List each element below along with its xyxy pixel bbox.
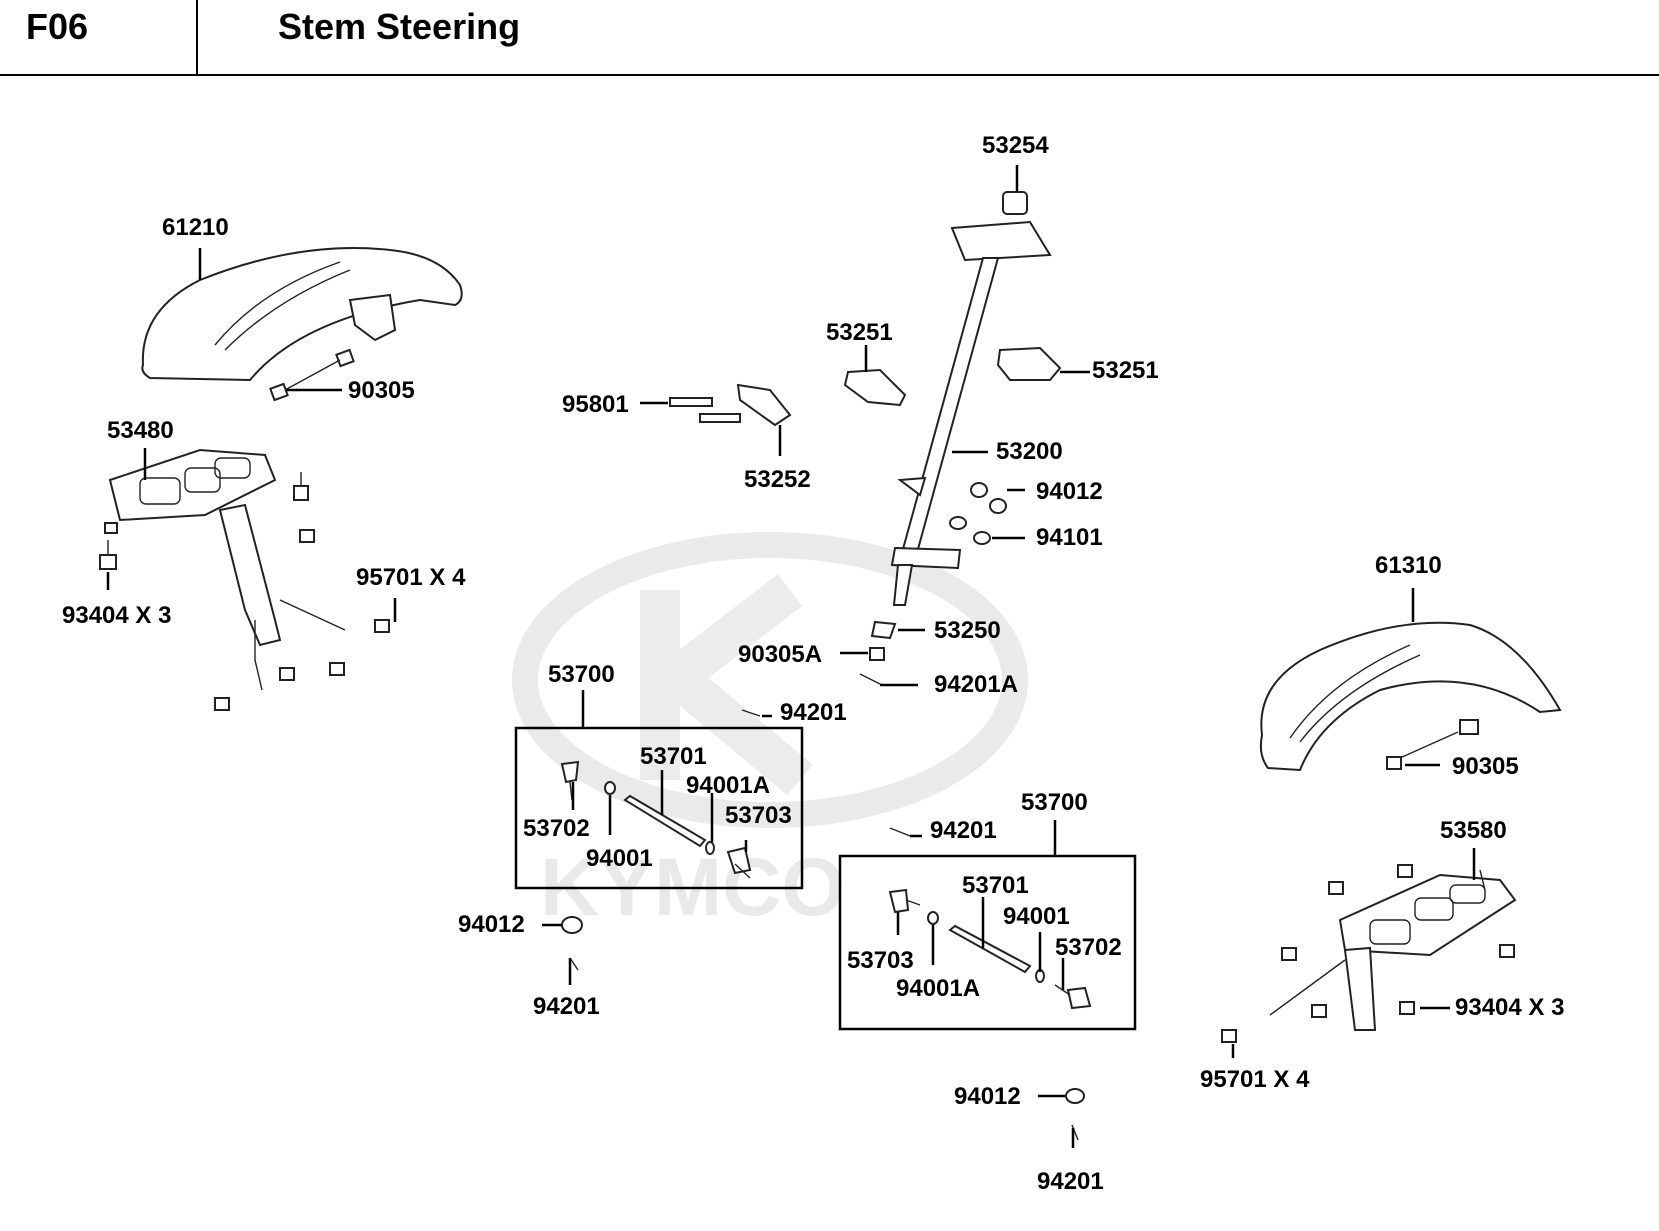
pin-94201-bottom xyxy=(1071,1124,1079,1141)
pin-94201-right xyxy=(889,827,911,837)
clamp-53251-right xyxy=(996,346,1062,381)
label-93404-right: 93404 X 3 xyxy=(1455,994,1564,1021)
label-90305-left: 90305 xyxy=(348,377,415,404)
leader-lines xyxy=(106,165,1476,1148)
label-94201A: 94201A xyxy=(934,671,1018,698)
label-53252: 53252 xyxy=(744,466,811,493)
label-94001A-left: 94001A xyxy=(686,772,770,799)
label-53700-left: 53700 xyxy=(548,661,615,688)
stem-nut-53250 xyxy=(870,620,897,640)
label-53251-a: 53251 xyxy=(826,319,893,346)
part-labels: 53254 61210 90305 53251 53251 95801 5325… xyxy=(62,132,1564,1195)
label-94001-left: 94001 xyxy=(586,845,653,872)
label-53250: 53250 xyxy=(934,617,1001,644)
rack-bolts-left xyxy=(99,472,390,711)
label-53702-left: 53702 xyxy=(523,815,590,842)
pin-94201-top xyxy=(741,709,761,717)
label-53703-left: 53703 xyxy=(725,802,792,829)
label-94101: 94101 xyxy=(1036,524,1103,551)
label-93404-left: 93404 X 3 xyxy=(62,602,171,629)
label-53251-b: 53251 xyxy=(1092,357,1159,384)
nut-94012-bottom xyxy=(1065,1088,1085,1104)
label-94001A-right: 94001A xyxy=(896,975,980,1002)
label-53702-right: 53702 xyxy=(1055,934,1122,961)
label-90305-right: 90305 xyxy=(1452,753,1519,780)
label-94201-c: 94201 xyxy=(533,993,600,1020)
rack-bolts-right xyxy=(1221,864,1515,1043)
label-94012-bottom: 94012 xyxy=(954,1083,1021,1110)
label-53254: 53254 xyxy=(982,132,1049,159)
label-95701-right: 95701 X 4 xyxy=(1200,1066,1310,1093)
label-53580: 53580 xyxy=(1440,817,1507,844)
header-divider xyxy=(196,0,198,76)
label-95801: 95801 xyxy=(562,391,629,418)
label-90305A: 90305A xyxy=(738,641,822,668)
label-94201-a: 94201 xyxy=(780,699,847,726)
section-code: F06 xyxy=(26,6,89,47)
label-61310: 61310 xyxy=(1375,552,1442,579)
label-53480: 53480 xyxy=(107,417,174,444)
bolts-95801 xyxy=(669,397,741,423)
label-94012-mid: 94012 xyxy=(458,911,525,938)
label-94001-right: 94001 xyxy=(1003,903,1070,930)
clamp-53251-left xyxy=(843,368,907,407)
page-title: Stem Steering xyxy=(278,6,521,47)
label-53701-left: 53701 xyxy=(640,743,707,770)
label-94201-d: 94201 xyxy=(1037,1168,1104,1195)
kymco-watermark: KYMCO xyxy=(512,532,1028,933)
label-53700-right: 53700 xyxy=(1021,789,1088,816)
front-fender-right xyxy=(1259,621,1562,772)
tie-rod-box-right xyxy=(838,854,1137,1031)
nut-94012-mid xyxy=(561,916,583,934)
front-fender-left xyxy=(141,247,463,382)
pin-94201A xyxy=(859,673,883,686)
label-53200: 53200 xyxy=(996,438,1063,465)
bracket-53252 xyxy=(736,383,792,427)
nuts-94012-94101 xyxy=(949,482,1007,545)
carrier-rack-left xyxy=(104,448,346,691)
label-94012-top: 94012 xyxy=(1036,478,1103,505)
label-53701-right: 53701 xyxy=(962,872,1029,899)
clip-90305-left xyxy=(269,348,355,402)
label-94201-b: 94201 xyxy=(930,817,997,844)
page-header: F06 Stem Steering xyxy=(0,0,1659,76)
carrier-rack-right xyxy=(1269,869,1517,1031)
clip-90305-right xyxy=(1386,731,1459,770)
nut-90305A xyxy=(869,647,885,661)
label-95701-left: 95701 X 4 xyxy=(356,564,466,591)
steering-stem-53200 xyxy=(890,220,1052,606)
pin-94201-mid xyxy=(569,957,579,971)
label-61210: 61210 xyxy=(162,214,229,241)
label-53703-right: 53703 xyxy=(847,947,914,974)
stem-cap-53254 xyxy=(1002,191,1028,215)
tie-rod-box-left xyxy=(514,726,804,890)
